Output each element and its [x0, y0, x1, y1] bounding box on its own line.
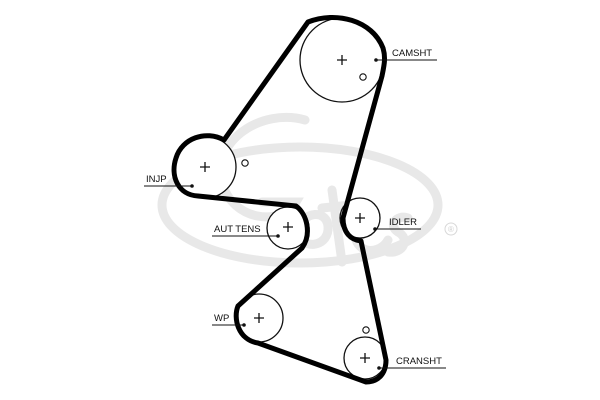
- camshaft-center-plus-icon: [337, 55, 347, 65]
- injection-pump-timing-mark-icon: [241, 159, 249, 167]
- watermark-letter-s: [383, 212, 413, 257]
- idler-center-plus-icon: [355, 213, 365, 223]
- crankshaft-timing-mark-icon: [362, 326, 370, 334]
- idler-leader-dot: [373, 227, 377, 231]
- crankshaft-center-plus-icon: [360, 353, 370, 363]
- water-pump-label: WP: [214, 313, 229, 324]
- water-pump-leader-dot: [242, 323, 246, 327]
- callouts: [144, 58, 446, 370]
- crankshaft-leader-dot: [377, 366, 381, 370]
- camshaft-timing-mark-icon: [359, 73, 367, 81]
- registered-mark: ®: [448, 225, 454, 234]
- tensioner-leader-dot: [276, 234, 280, 238]
- camshaft-leader-dot: [374, 58, 378, 62]
- watermark-oval: [157, 142, 443, 268]
- injection-pump-center-plus-icon: [200, 162, 210, 172]
- water-pump-center-plus-icon: [254, 313, 264, 323]
- timing-belt: [171, 14, 389, 385]
- injection-pump-leader-dot: [190, 184, 194, 188]
- plus-icons: [200, 55, 370, 363]
- registered-mark-circle: [444, 222, 458, 236]
- idler-label: IDLER: [389, 217, 417, 228]
- injection-pump-label: INJP: [146, 174, 167, 185]
- camshaft-label: CAMSHT: [392, 48, 432, 59]
- crankshaft-label: CRANSHT: [396, 356, 442, 367]
- auto-tensioner-label: AUT TENS: [214, 224, 261, 235]
- tensioner-center-plus-icon: [283, 222, 293, 232]
